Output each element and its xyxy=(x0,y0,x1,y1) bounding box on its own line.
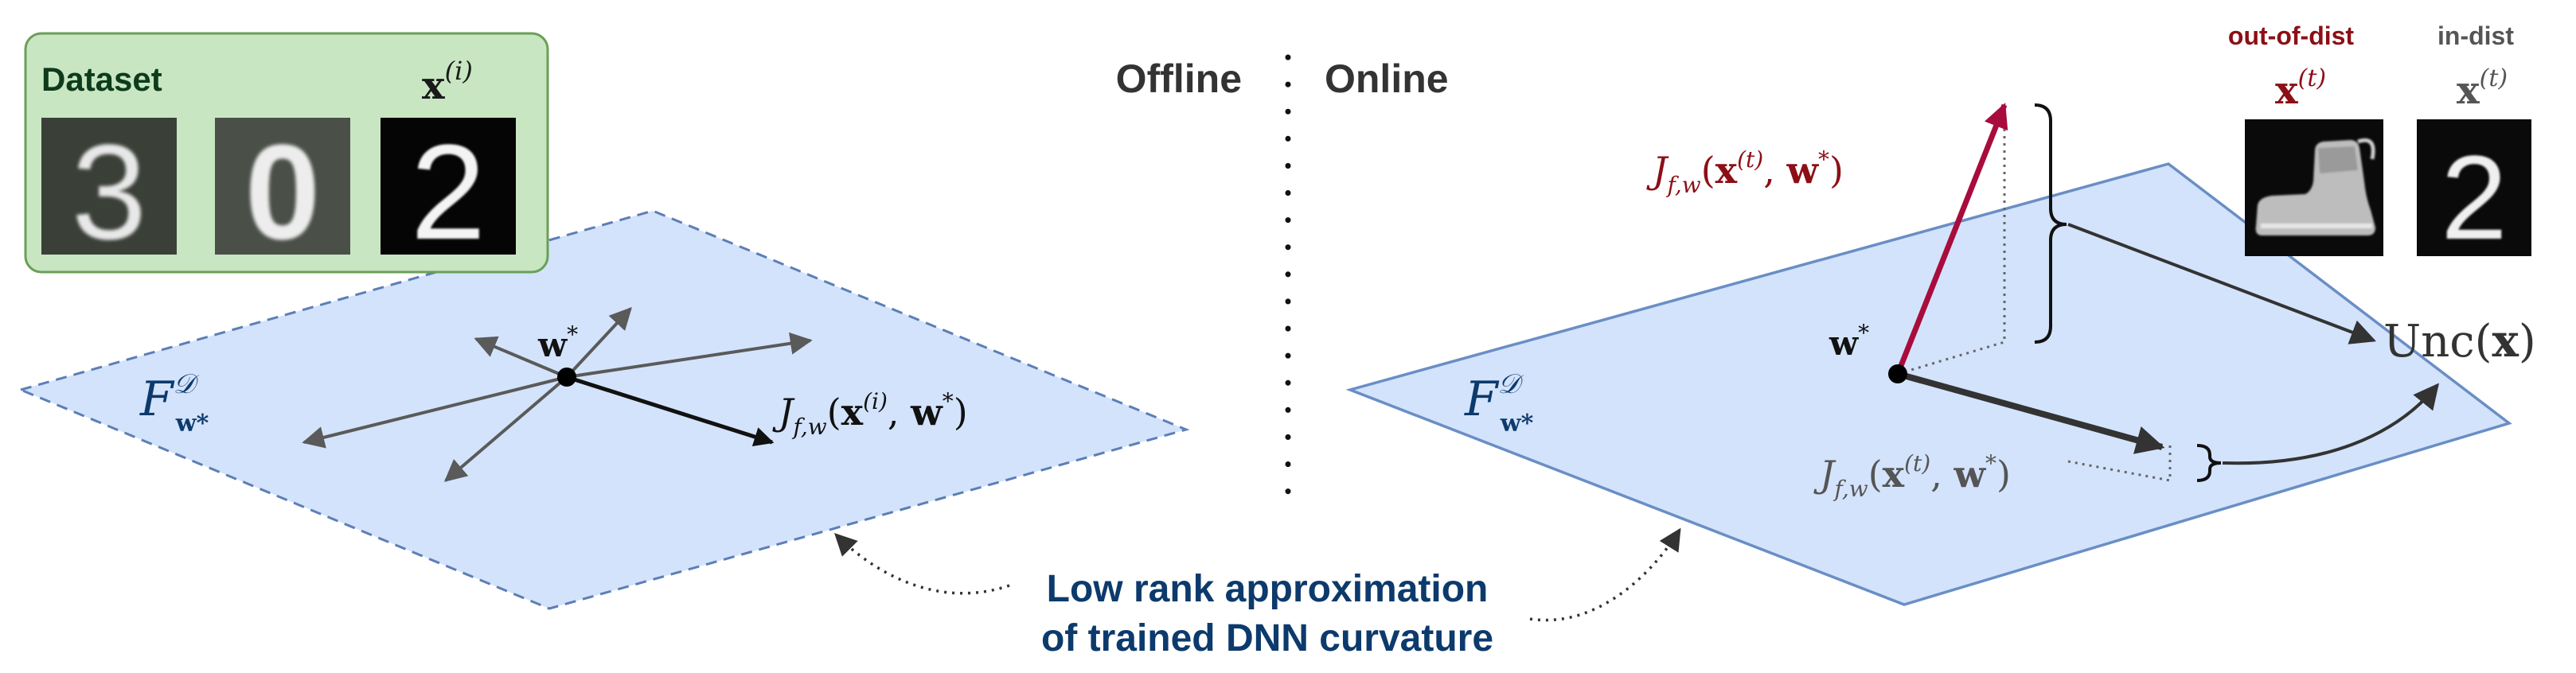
in-dist-sample-label: x(t) xyxy=(2457,64,2508,113)
offline-w-star-point xyxy=(557,368,576,387)
ood-jacobian-label: Jf,w(x(t), w*) xyxy=(1646,146,1844,198)
caption-line-1: Low rank approximation xyxy=(1047,568,1489,610)
ood-sample: out-of-dist x(t) xyxy=(2228,21,2383,256)
in-dist-digit-image: 2 xyxy=(2417,119,2531,264)
dataset-title: Dataset xyxy=(41,60,162,98)
offline-section-title: Offline xyxy=(1116,56,1242,101)
in-dist-jacobian-label: Jf,w(x(t), w*) xyxy=(1813,450,2011,502)
online-w-star-label: w* xyxy=(1829,320,1869,363)
svg-text:3: 3 xyxy=(72,117,147,268)
dataset-box: Dataset x(i) 3 0 2 xyxy=(24,32,549,274)
in-dist-title: in-dist xyxy=(2437,21,2514,50)
dataset-sample-label: x(i) xyxy=(422,56,473,108)
offline-direction-arrow xyxy=(474,336,568,379)
uncertainty-connector xyxy=(2222,383,2440,465)
caption-line-2: of trained DNN curvature xyxy=(1041,617,1493,659)
caption-pointer-left xyxy=(834,533,1010,595)
offline-direction-arrow xyxy=(566,332,813,379)
in-dist-jacobian-arrow xyxy=(1896,371,2165,454)
ood-sample-label: x(t) xyxy=(2275,64,2326,113)
projection-guide xyxy=(2067,460,2171,482)
dataset-image-1: 3 xyxy=(41,117,177,268)
dataset-image-2: 0 xyxy=(215,117,350,268)
dataset-image-3: 2 xyxy=(381,117,516,268)
offline-direction-arrow xyxy=(443,375,568,482)
svg-text:2: 2 xyxy=(2441,130,2507,264)
in-dist-sample: in-dist x(t) 2 xyxy=(2417,21,2531,264)
offline-jacobian-label: Jf,w(x(i), w*) xyxy=(772,388,968,440)
small-brace xyxy=(2196,444,2222,482)
large-brace xyxy=(2034,103,2067,344)
online-section-title: Online xyxy=(1325,56,1449,101)
ood-jacobian-arrow xyxy=(1895,103,2008,375)
offline-panel: Dataset x(i) 3 0 2 w xyxy=(17,32,1190,610)
caption-pointer-right xyxy=(1529,527,1681,622)
ood-title: out-of-dist xyxy=(2228,21,2355,50)
svg-text:2: 2 xyxy=(411,117,486,268)
offline-plane xyxy=(17,209,1190,610)
ood-boot-image xyxy=(2245,119,2383,256)
offline-w-star-label: w* xyxy=(537,321,578,364)
uncertainty-connector xyxy=(2067,223,2376,344)
online-w-star-point xyxy=(1888,364,1907,383)
uncertainty-label: Unc(x) xyxy=(2383,315,2536,368)
svg-text:0: 0 xyxy=(245,117,321,268)
offline-direction-arrow xyxy=(565,306,632,379)
offline-jacobian-arrow xyxy=(566,375,775,447)
offline-direction-arrow xyxy=(302,375,568,449)
